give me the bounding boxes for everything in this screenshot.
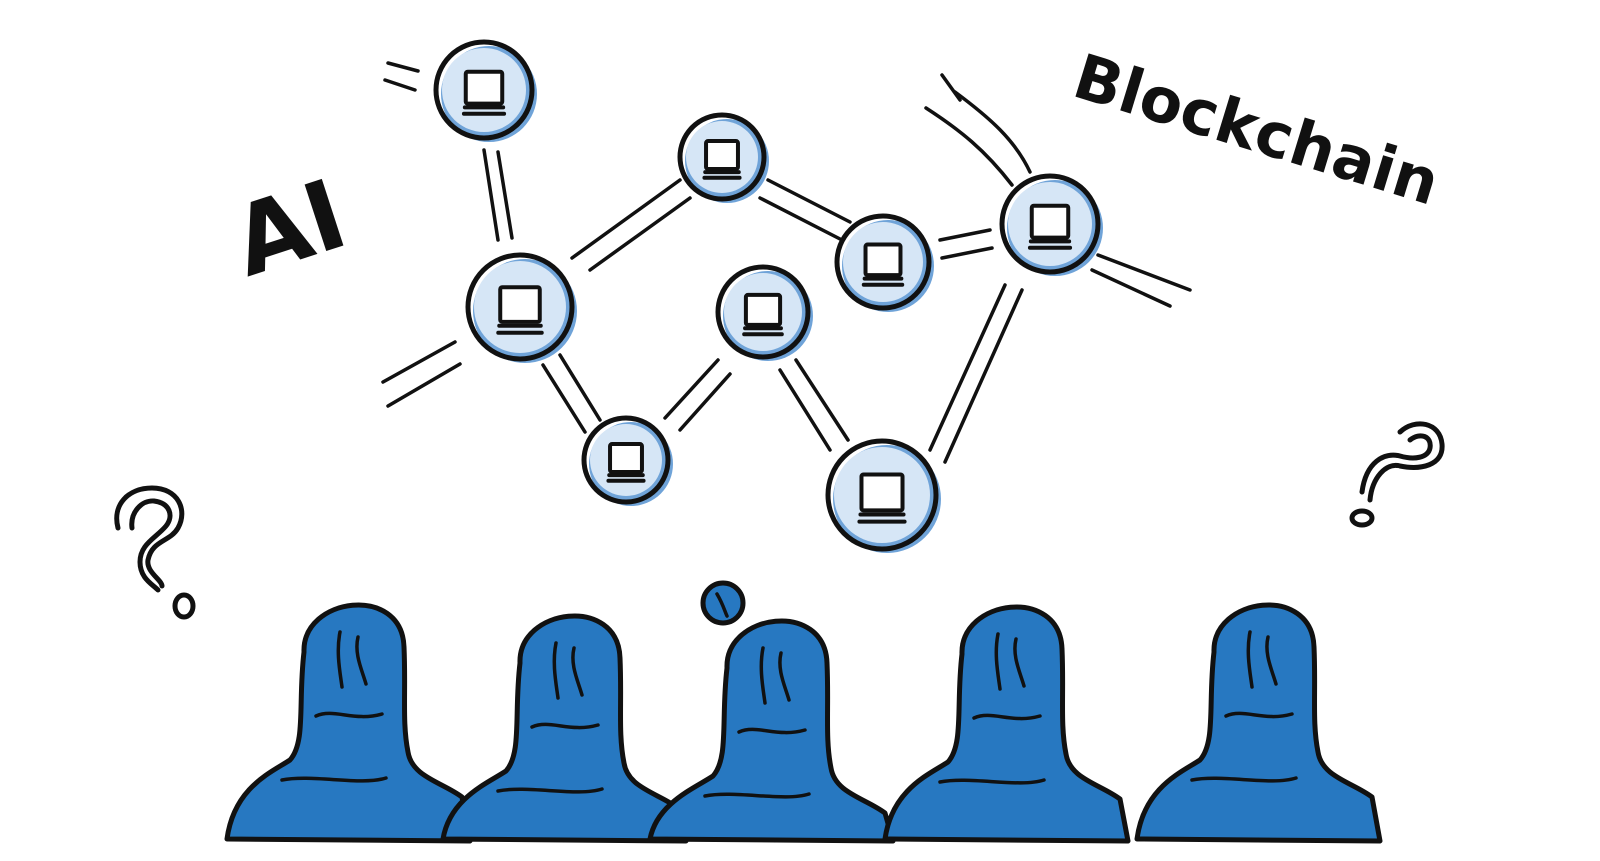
network-node	[677, 112, 769, 203]
computer-monitor-icon	[606, 442, 646, 483]
network-edge	[541, 353, 602, 434]
network-node	[715, 264, 813, 361]
network-node	[834, 213, 934, 312]
computer-monitor-icon	[461, 69, 507, 116]
network-node	[999, 173, 1103, 276]
audience	[224, 580, 1383, 844]
network-edge	[928, 283, 1024, 464]
dangling-connectors	[381, 61, 1192, 408]
ai-label: AI	[220, 158, 359, 299]
network-edge	[663, 358, 732, 432]
person-silhouette-icon	[224, 602, 473, 844]
network-edges	[482, 148, 1024, 464]
network-edge	[570, 178, 692, 272]
dangling-connector-left	[381, 340, 462, 408]
network-node	[825, 438, 941, 553]
network-nodes	[433, 39, 1103, 553]
computer-monitor-icon	[861, 242, 905, 287]
computer-monitor-icon	[496, 285, 544, 335]
computer-monitor-icon	[742, 292, 784, 337]
computer-monitor-icon	[1027, 203, 1073, 250]
network-edge	[758, 178, 852, 242]
dangling-connector-right	[1090, 253, 1192, 308]
dangling-connector-top-right	[924, 73, 1032, 187]
question-mark-icon	[1349, 421, 1445, 528]
network-edge	[482, 148, 514, 242]
network-node	[433, 39, 537, 142]
question-mark-icon	[114, 485, 196, 620]
computer-monitor-icon	[702, 139, 742, 180]
network-node	[465, 252, 577, 363]
network-edge	[938, 228, 994, 260]
person-silhouette-icon	[440, 613, 689, 844]
network-edge	[778, 358, 850, 452]
person-silhouette-icon	[1134, 602, 1383, 844]
network-node	[581, 415, 673, 506]
person-silhouette-icon	[882, 604, 1131, 844]
blockchain-label: Blockchain	[1066, 40, 1448, 220]
dangling-connector-top-left	[383, 61, 420, 92]
person-silhouette-icon	[647, 580, 896, 844]
computer-monitor-icon	[857, 472, 907, 524]
